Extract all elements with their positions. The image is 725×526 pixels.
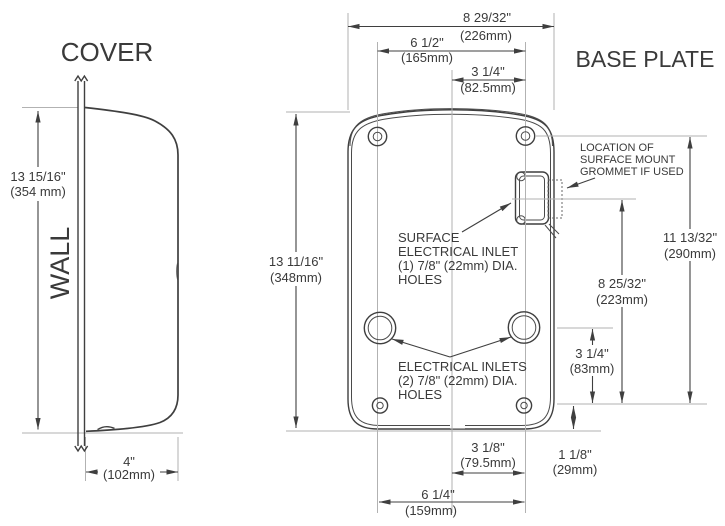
overall-height-mm: (348mm) [270, 270, 322, 285]
top-to-bottom-holes-bg [659, 229, 721, 261]
wall-label: WALL [45, 227, 75, 300]
grommet-to-bottom-holes-mm: (223mm) [596, 292, 648, 307]
dim-top-to-bottom-holes: 11 13/32" (290mm) [659, 137, 721, 403]
top-hole-to-center-in: 3 1/4" [471, 64, 505, 79]
plate-inner-edge [351, 113, 551, 426]
bracket-inner [519, 175, 545, 221]
bottom-holes-span-mm: (159mm) [405, 503, 457, 518]
overall-width-mm: (226mm) [460, 28, 512, 43]
plate-bottom-tab-gap [450, 422, 465, 429]
inlets-to-bottom-holes-bg [566, 345, 619, 376]
top-to-bottom-holes-in: 11 13/32" [663, 230, 718, 245]
grommet-line3: GROMMET IF USED [580, 166, 684, 178]
mounting-hole-top-left-outer [367, 126, 388, 147]
top-to-bottom-holes-mm: (290mm) [664, 246, 716, 261]
overall-height-in: 13 11/16" [269, 254, 324, 269]
grommet-line1: LOCATION OF [580, 142, 654, 154]
cover-depth-dim-bg [98, 468, 160, 481]
dim-bottom-holes-span: 6 1/4" (159mm) [379, 487, 525, 518]
dim-top-holes-span: 6 1/2" (165mm) [377, 35, 526, 65]
electrical-inlets-line3: HOLES [398, 387, 442, 402]
bottom-holes-to-edge-mm: (29mm) [553, 462, 598, 477]
mounting-hole-top-right-outer [515, 126, 536, 146]
dim-grommet-to-bottom-holes: 8 25/32" (223mm) [593, 200, 651, 403]
electrical-inlet-left-inner [367, 315, 393, 341]
overall-width-in: 8 29/32" [463, 10, 511, 25]
mounting-hole-bottom-right-outer [515, 397, 533, 414]
wall-break-top [74, 74, 89, 83]
surface-inlet-line4: HOLES [398, 272, 442, 287]
plate-edge-notch [544, 223, 560, 239]
grommet-leader-arrow [566, 177, 596, 189]
dim-inlets-to-bottom-holes: 3 1/4" (83mm) [566, 329, 619, 403]
note-surface-inlet: SURFACE ELECTRICAL INLET (1) 7/8" (22mm)… [398, 202, 518, 287]
dim-overall-height: 13 11/16" (348mm) [266, 114, 326, 428]
electrical-inlet-right-inner [511, 315, 537, 340]
bottom-holes-span-in: 6 1/4" [421, 487, 455, 502]
note-grommet-location: LOCATION OF SURFACE MOUNT GROMMET IF USE… [566, 142, 684, 189]
center-to-bottom-hole-in: 3 1/8" [471, 440, 505, 455]
cover-extension-lines [22, 107, 183, 481]
inlets-to-bottom-holes-in: 3 1/4" [575, 346, 609, 361]
electrical-inlets-line1: ELECTRICAL INLETS [398, 359, 527, 374]
dim-bottom-holes-to-edge: 1 1/8" (29mm) [553, 406, 598, 477]
surface-inlet-bracket [514, 171, 563, 239]
top-holes-span-in: 6 1/2" [410, 35, 444, 50]
center-to-bottom-hole-mm: (79.5mm) [460, 455, 516, 470]
cover-view: COVER WALL 13 15/16" (354 mm [7, 37, 183, 482]
grommet-to-bottom-holes-bg [593, 275, 651, 307]
cover-height-in: 13 15/16" [10, 169, 66, 184]
surface-inlet-leader-arrow [461, 202, 512, 233]
cover-height-dim-bg [7, 167, 70, 201]
grommet-line2: SURFACE MOUNT [580, 154, 676, 166]
electrical-inlets-leader-right [449, 336, 512, 358]
cover-height-dimension: 13 15/16" (354 mm) [7, 111, 70, 430]
plate-holes [363, 126, 541, 414]
electrical-inlets-leader-left [391, 338, 451, 358]
plate-extension-lines [286, 13, 707, 513]
cover-height-mm: (354 mm) [10, 184, 66, 199]
cover-depth-in: 4" [123, 454, 135, 469]
wall-section [74, 74, 89, 453]
grommet-to-bottom-holes-in: 8 25/32" [598, 276, 646, 291]
cover-outline [84, 106, 179, 433]
surface-inlet-line2: ELECTRICAL INLET [398, 244, 518, 259]
cover-edge-seam [176, 261, 179, 282]
mounting-hole-top-right-inner [520, 131, 531, 141]
dim-overall-width: 8 29/32" (226mm) [348, 10, 554, 43]
overall-height-bg [266, 252, 326, 286]
top-holes-span-mm: (165mm) [401, 50, 453, 65]
surface-inlet-line3: (1) 7/8" (22mm) DIA. [398, 258, 517, 273]
inlets-to-bottom-holes-mm: (83mm) [570, 361, 615, 376]
base-plate-view: BASE PLATE [266, 10, 721, 518]
wall-break-bottom [74, 444, 89, 453]
dim-top-hole-to-center: 3 1/4" (82.5mm) [452, 64, 526, 95]
cover-nozzle-bump [97, 425, 115, 431]
note-electrical-inlets: ELECTRICAL INLETS (2) 7/8" (22mm) DIA. H… [391, 336, 527, 402]
electrical-inlet-left-outer [363, 311, 397, 345]
mounting-hole-bottom-right-inner [520, 401, 528, 410]
mounting-hole-bottom-left-inner [376, 401, 384, 410]
base-plate-title: BASE PLATE [576, 46, 715, 72]
cover-depth-mm: (102mm) [103, 467, 155, 482]
cover-title: COVER [61, 37, 153, 67]
surface-inlet-line1: SURFACE [398, 230, 460, 245]
top-hole-to-center-mm: (82.5mm) [460, 80, 516, 95]
mounting-hole-top-left-inner [372, 131, 383, 142]
electrical-inlet-right-outer [507, 311, 541, 344]
bottom-holes-to-edge-in: 1 1/8" [558, 447, 592, 462]
mounting-hole-bottom-left-outer [371, 397, 389, 414]
cover-profile [84, 106, 179, 433]
electrical-inlets-line2: (2) 7/8" (22mm) DIA. [398, 373, 517, 388]
dim-center-to-bottom-hole: 3 1/8" (79.5mm) [452, 440, 525, 476]
cover-depth-dimension: 4" (102mm) [86, 454, 178, 482]
